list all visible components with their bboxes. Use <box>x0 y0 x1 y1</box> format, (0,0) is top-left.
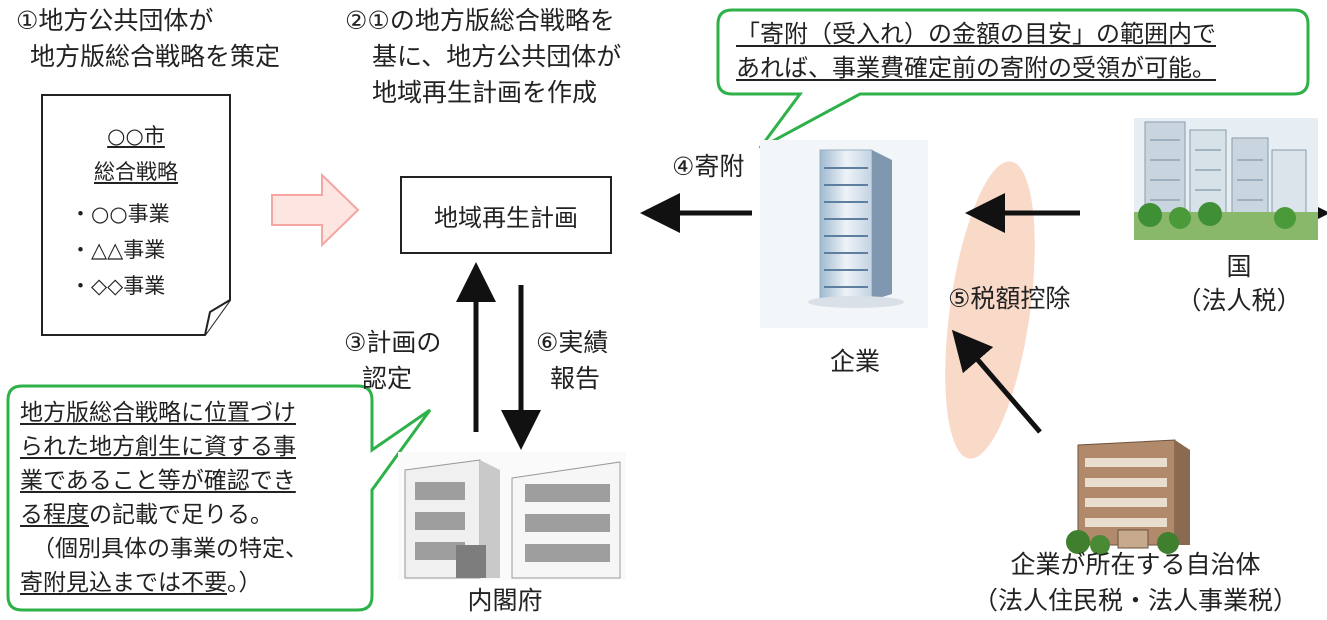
step6-line1: ⑥実績 <box>536 328 609 357</box>
left-bubble-line5: （個別具体の事業の特定、 <box>32 536 308 562</box>
strategy-document-icon <box>41 94 231 336</box>
company-label: 企業 <box>830 347 881 376</box>
country-tax: （法人税） <box>1176 286 1302 315</box>
step2-line2: 基に、地方公共団体が <box>372 42 622 71</box>
doc-title-strategy: 総合戦略 <box>94 160 178 184</box>
left-bubble-line6: 寄附見込までは不要。） <box>20 566 308 600</box>
left-speech-bubble <box>6 384 432 612</box>
donation-label: ④寄附 <box>672 152 745 181</box>
left-bubble-line3: 業であること等が確認でき <box>20 468 296 494</box>
step3-line1: ③計画の <box>344 328 442 357</box>
doc-project-item: ・△△事業 <box>70 238 166 262</box>
left-bubble-line4: る程度の記載で足りる。 <box>20 498 308 532</box>
left-bubble-line2: られた地方創生に資する事 <box>20 434 296 460</box>
doc-project-list: ・○○事業 ・△△事業 ・◇◇事業 <box>70 196 170 304</box>
left-bubble-line4-underlined: る程度 <box>20 502 89 528</box>
company-building-icon <box>760 140 928 328</box>
left-bubble-line6-rest: 。） <box>227 570 262 596</box>
left-bubble-line4-rest: の記載で足りる。 <box>89 502 273 528</box>
left-bubble-text: 地方版総合戦略に位置づけ られた地方創生に資する事 業であること等が確認でき る… <box>20 396 308 600</box>
left-bubble-line6-underlined: 寄附見込までは不要 <box>20 570 227 596</box>
left-bubble-line1: 地方版総合戦略に位置づけ <box>20 400 296 426</box>
cabinet-office-label: 内閣府 <box>467 586 543 615</box>
tax-arrow-from-local <box>951 329 1042 434</box>
top-bubble-line1: 「寄附（受入れ）の金額の目安」の範囲内で <box>736 20 1216 48</box>
step1-line1: ①地方公共団体が <box>16 6 214 35</box>
regional-revitalization-plan-box: 地域再生計画 <box>400 176 612 254</box>
tax-credit-label: ⑤税額控除 <box>948 284 1071 313</box>
tax-highlight-ellipse <box>945 161 1035 459</box>
step2-line3: 地域再生計画を作成 <box>372 78 598 107</box>
country-label: 国 （法人税） <box>1164 250 1314 318</box>
local-government-building-icon <box>1055 438 1195 556</box>
cabinet-office-building-icon <box>398 452 626 580</box>
doc-title-city: ○○市 <box>107 124 165 148</box>
country-city-icon <box>1134 118 1318 240</box>
top-bubble-line2: あれば、事業費確定前の寄附の受領が可能。 <box>736 54 1216 82</box>
pink-arrow-icon <box>271 172 360 248</box>
top-speech-bubble <box>716 8 1310 150</box>
step2-line1: ②①の地方版総合戦略を <box>345 6 615 35</box>
local-gov-line1: 企業が所在する自治体 <box>1010 550 1261 579</box>
step3-line2: 認定 <box>362 364 413 393</box>
doc-project-item: ・◇◇事業 <box>70 274 166 298</box>
local-gov-line2: （法人住民税・法人事業税） <box>972 586 1298 615</box>
doc-project-item: ・○○事業 <box>70 202 170 226</box>
step6-line2: 報告 <box>550 364 601 393</box>
country-name: 国 <box>1226 252 1252 281</box>
step1-line2: 地方版総合戦略を策定 <box>30 42 281 71</box>
strategy-document: ○○市 総合戦略 <box>42 118 230 190</box>
